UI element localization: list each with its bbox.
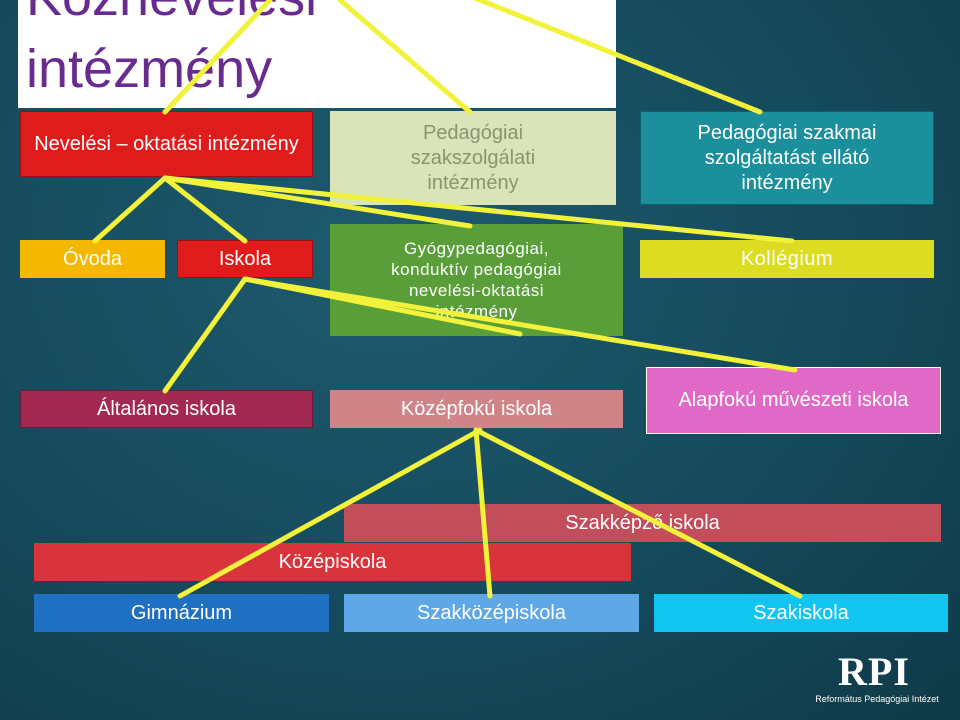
box-gyogypedagogiai: Gyógypedagógiai, konduktív pedagógiai ne… [330,224,623,336]
box-pedagogiai-szakszolgalati: Pedagógiai szakszolgálati intézmény [330,111,616,205]
box-kozepiskola: Középiskola [34,543,631,581]
box-altalanos-iskola-label: Általános iskola [97,397,236,420]
connector-iskola-altalanos [162,276,248,394]
box-alapfoku-muveszeti: Alapfokú művészeti iskola [646,367,941,434]
box-gyogypedagogiai-label: Gyógypedagógiai, konduktív pedagógiai ne… [391,238,562,322]
box-pedagogiai-szakmai: Pedagógiai szakmai szolgáltatást ellátó … [640,111,934,205]
box-ovoda: Óvoda [20,240,165,278]
rpi-logo-text: Református Pedagógiai Intézet [815,694,939,704]
box-gimnazium: Gimnázium [34,594,329,632]
box-nevelesi-oktatasi-label: Nevelési – oktatási intézmény [34,132,299,155]
box-szakkepzo-iskola-label: Szakképző iskola [565,511,720,534]
box-szakkepzo-iskola: Szakképző iskola [344,504,941,542]
box-kozepiskola-label: Középiskola [278,550,387,573]
box-pedagogiai-szakszolgalati-label: Pedagógiai szakszolgálati intézmény [410,121,536,194]
rpi-logo-mark: RPI [838,649,910,694]
box-gimnazium-label: Gimnázium [130,601,233,624]
box-kollegium: Kollégium [640,240,934,278]
box-altalanos-iskola: Általános iskola [20,390,313,428]
box-kozepfoku-iskola: Középfokú iskola [330,390,623,428]
box-kollegium-label: Kollégium [740,247,834,270]
page-title-line2: intézmény [26,39,273,99]
box-iskola-label: Iskola [218,247,272,270]
box-szakkozepiskola: Szakközépiskola [344,594,639,632]
box-iskola: Iskola [177,240,313,278]
page-title-line1: Köznevelési [26,0,317,28]
rpi-logo: RPI Református Pedagógiai Intézet [812,648,942,708]
box-ovoda-label: Óvoda [63,247,122,270]
box-szakiskola: Szakiskola [654,594,948,632]
box-szakkozepiskola-label: Szakközépiskola [417,601,566,624]
connector-nevelesi-iskola [162,175,248,244]
box-alapfoku-muveszeti-label: Alapfokú művészeti iskola [678,389,909,411]
box-kozepfoku-iskola-label: Középfokú iskola [400,397,553,420]
title-box: Köznevelési intézmény [18,0,616,108]
connector-nevelesi-ovoda [92,175,168,244]
box-nevelesi-oktatasi: Nevelési – oktatási intézmény [20,111,313,177]
box-pedagogiai-szakmai-label: Pedagógiai szakmai szolgáltatást ellátó … [697,121,877,194]
box-szakiskola-label: Szakiskola [753,601,849,624]
